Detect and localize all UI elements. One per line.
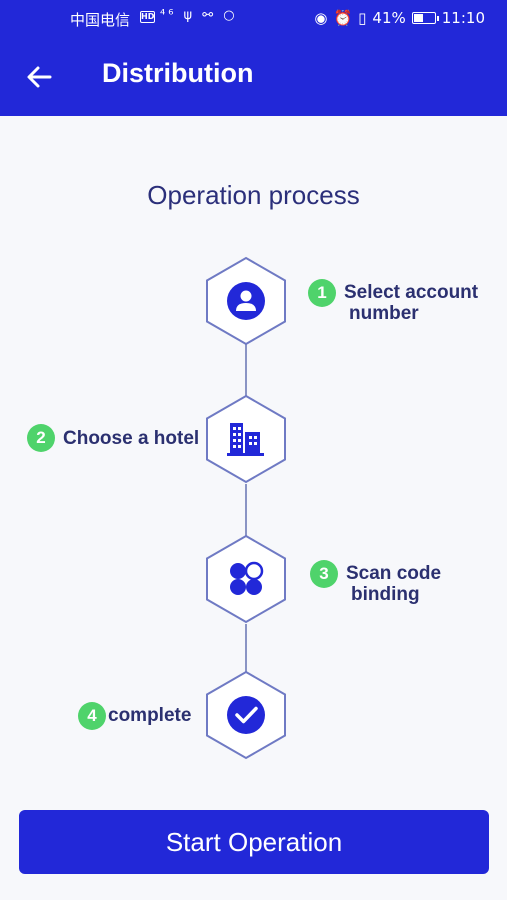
step-label-line: Select account (344, 282, 479, 303)
step-number-badge: 2 (27, 424, 55, 452)
status-right-group: ◉ ⏰ ▯ 41% 11:10 (314, 9, 485, 27)
section-title: Operation process (147, 180, 360, 210)
check-icon (227, 696, 265, 734)
vibrate-icon: ▯ (358, 9, 367, 27)
battery-icon (411, 12, 439, 24)
start-operation-button[interactable]: Start Operation (19, 810, 489, 874)
back-arrow-icon[interactable] (24, 62, 54, 92)
clock: 11:10 (441, 9, 485, 27)
step-node-2 (204, 394, 288, 484)
step-label-4: 4 complete (78, 702, 191, 730)
step-number-badge: 1 (308, 279, 336, 307)
status-bar: 中国电信 HD ⁴⁶ ψ ⚯ ○ ◉ ⏰ ▯ 41% 11:10 (0, 0, 507, 36)
step-node-1 (204, 256, 288, 346)
step-number-badge: 4 (78, 702, 106, 730)
step-label-line: number (349, 303, 419, 324)
building-icon (227, 423, 264, 456)
carrier-name: 中国电信 (70, 11, 131, 29)
connector-line (245, 344, 247, 398)
alarm-icon: ⏰ (333, 9, 353, 27)
connector-line (245, 484, 247, 540)
signal-icons: ⁴⁶ ψ ⚯ ○ (160, 8, 238, 23)
grid-icon (230, 561, 264, 595)
app-bar: Distribution (0, 36, 507, 116)
connector-line (245, 624, 247, 676)
step-node-4 (204, 670, 288, 760)
hd-badge-icon: HD (140, 11, 155, 23)
step-label-line: Choose a hotel (63, 428, 200, 449)
step-label-2: 2 Choose a hotel (27, 424, 199, 452)
eye-icon: ◉ (314, 9, 328, 27)
step-label-line: binding (351, 584, 420, 605)
step-node-3 (204, 534, 288, 624)
step-label-line: complete (108, 705, 192, 726)
battery-percent: 41% (372, 9, 406, 27)
step-label-3: 3 Scan code binding (310, 560, 441, 605)
step-number-badge: 3 (310, 560, 338, 588)
step-label-line: Scan code (346, 563, 442, 584)
step-label-1: 1 Select account number (308, 279, 478, 324)
page-title: Distribution (102, 58, 254, 88)
user-icon (227, 282, 265, 320)
